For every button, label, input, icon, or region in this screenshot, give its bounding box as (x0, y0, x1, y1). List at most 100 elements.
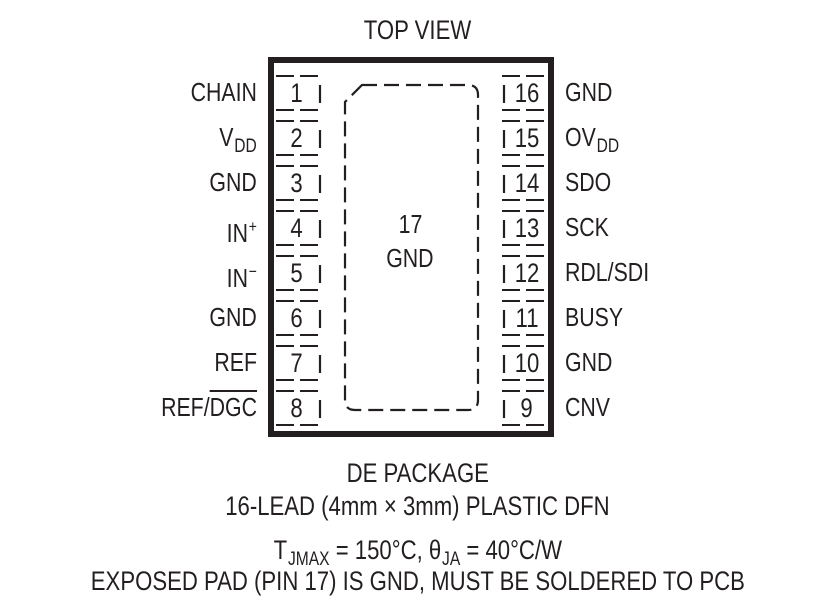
package-description: 16-LEAD (4mm × 3mm) PLASTIC DFN (0, 490, 835, 522)
pin-number-text: 8 (290, 393, 304, 423)
pin-label-text: REF (214, 347, 257, 377)
view-title-text: TOP VIEW (363, 15, 472, 45)
tj-symbol: T (273, 535, 287, 565)
pin-number-15: 15 (512, 123, 542, 153)
thermal-spec-text: TJMAX = 150°C, θJA = 40°C/W (273, 534, 561, 576)
pin-number-text: 9 (520, 393, 534, 423)
pin-number-14: 14 (512, 168, 542, 198)
pin-name: IN (226, 218, 249, 248)
theta-symbol: θ (428, 535, 441, 565)
pin-label-15: OVDD (565, 122, 785, 162)
pin-label-10: GND (565, 347, 785, 377)
pin-number-text: 3 (290, 168, 304, 198)
pin-number-text: 11 (515, 303, 539, 333)
package-name-text: DE PACKAGE (346, 458, 489, 488)
package-name: DE PACKAGE (0, 457, 835, 489)
exposed-pad-outline (343, 83, 480, 412)
pin-label-7: REF (57, 347, 257, 377)
pin-number-text: 14 (514, 168, 540, 198)
pin-name-superscript: + (248, 217, 257, 236)
pin-number-text: 5 (290, 258, 304, 288)
pin-name: REF/ (161, 392, 210, 422)
pin-number-text: 1 (290, 78, 304, 108)
tj-value: = 150°C, (329, 535, 429, 565)
pin-name: RDL/SDI (565, 257, 650, 287)
right-pad-group (502, 75, 548, 426)
pin-label-text: GND (565, 347, 612, 377)
pin-label-text: OVDD (565, 122, 619, 162)
pin-number-9: 9 (512, 393, 542, 423)
pin-number-text: 7 (290, 348, 304, 378)
exposed-pad-number: 17 (340, 206, 480, 242)
pin-label-5: IN− (57, 257, 257, 293)
pin-label-6: GND (57, 302, 257, 332)
pin-number-8: 8 (282, 393, 312, 423)
pin-number-11: 11 (512, 303, 542, 333)
pin-name-overbar: DGC (209, 392, 257, 422)
pin-label-13: SCK (565, 212, 785, 242)
pin-name: OV (565, 122, 596, 152)
pin-number-5: 5 (282, 258, 312, 288)
pin-name: GND (565, 347, 613, 377)
pin-number-13: 13 (512, 213, 542, 243)
pin-name: SCK (565, 212, 609, 242)
pin-name: GND (565, 77, 613, 107)
pin-label-12: RDL/SDI (565, 257, 785, 287)
pin-number-6: 6 (282, 303, 312, 333)
pin-label-text: REF/DGC (161, 392, 257, 422)
pin-name-subscript: DD (596, 136, 620, 157)
pin-label-text: SCK (565, 212, 609, 242)
left-pad-group (276, 75, 322, 426)
pin-name: GND (209, 167, 257, 197)
pin-number-4: 4 (282, 213, 312, 243)
package-description-text: 16-LEAD (4mm × 3mm) PLASTIC DFN (225, 491, 610, 521)
pin-label-text: BUSY (565, 302, 623, 332)
pin-number-text: 12 (514, 258, 540, 288)
pin-number-2: 2 (282, 123, 312, 153)
pin-label-11: BUSY (565, 302, 785, 332)
pin-label-text: CHAIN (191, 77, 257, 107)
pin-name: V (219, 122, 234, 152)
package-outline (268, 57, 554, 437)
pin-label-1: CHAIN (57, 77, 257, 107)
pin-number-text: 4 (290, 213, 304, 243)
tj-subscript: JMAX (287, 549, 330, 570)
pin-label-4: IN+ (57, 212, 257, 248)
theta-value: = 40°C/W (459, 535, 562, 565)
pin-name-subscript: DD (234, 136, 257, 157)
pin-name-superscript: − (248, 262, 257, 281)
pin-label-2: VDD (57, 122, 257, 162)
pin-number-16: 16 (512, 78, 542, 108)
pin-number-text: 16 (514, 78, 540, 108)
pin-label-text: RDL/SDI (565, 257, 649, 287)
theta-subscript: JA (441, 549, 460, 570)
pin-name: GND (209, 302, 257, 332)
pin-name: REF (214, 347, 257, 377)
pin-number-10: 10 (512, 348, 542, 378)
thermal-spec: TJMAX = 150°C, θJA = 40°C/W (0, 534, 835, 576)
pin-label-text: VDD (219, 122, 257, 162)
pin-number-text: 2 (290, 123, 304, 153)
pin-number-3: 3 (282, 168, 312, 198)
pin-number-12: 12 (512, 258, 542, 288)
pin-label-text: SDO (565, 167, 611, 197)
pin-label-text: GND (565, 77, 612, 107)
view-title: TOP VIEW (0, 14, 835, 46)
pin-label-text: IN− (227, 257, 257, 293)
pin-label-3: GND (57, 167, 257, 197)
pin-name: SDO (565, 167, 612, 197)
pin-label-16: GND (565, 77, 785, 107)
pin-name: CHAIN (190, 77, 257, 107)
pin-label-8: REF/DGC (57, 392, 257, 422)
pin-number-1: 1 (282, 78, 312, 108)
exposed-pad-name: GND (340, 240, 480, 276)
pin-label-text: GND (210, 302, 257, 332)
exposed-pad-note-text: EXPOSED PAD (PIN 17) IS GND, MUST BE SOL… (90, 566, 745, 596)
exposed-pad-number-text: 17 (398, 209, 422, 239)
pin-number-text: 13 (514, 213, 540, 243)
pin-number-7: 7 (282, 348, 312, 378)
pin-name: IN (226, 263, 249, 293)
pin-number-text: 15 (514, 123, 540, 153)
pin-name: BUSY (565, 302, 624, 332)
